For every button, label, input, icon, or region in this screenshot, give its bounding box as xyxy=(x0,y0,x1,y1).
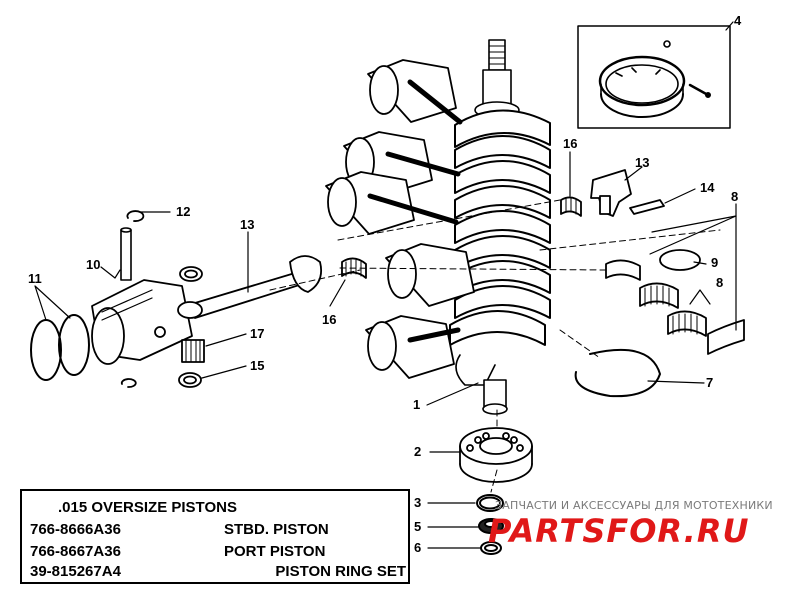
callout-11: 11 xyxy=(28,271,42,286)
callout-12: 12 xyxy=(176,204,191,219)
seals-rings-bottom xyxy=(476,494,504,555)
part-number: 766-8667A36 xyxy=(30,543,121,560)
piston-rings xyxy=(30,314,90,381)
connecting-rod xyxy=(177,255,323,319)
callout-1: 1 xyxy=(413,397,421,412)
callout-9: 9 xyxy=(711,255,719,270)
callout-17: 17 xyxy=(250,326,265,341)
callout-15: 15 xyxy=(250,358,265,373)
watermark-brand-logo: PARTSFOR.RU xyxy=(488,512,750,550)
callout-4: 4 xyxy=(734,13,742,28)
part-description: STBD. PISTON xyxy=(224,521,329,538)
wrist-pin xyxy=(120,227,132,281)
part-description: PORT PISTON xyxy=(224,543,326,560)
leader-lines xyxy=(34,21,737,549)
callout-14: 14 xyxy=(700,180,715,195)
legend-title: .015 OVERSIZE PISTONS xyxy=(58,499,237,516)
callout-7: 7 xyxy=(706,375,714,390)
main-bearings-right xyxy=(605,249,745,355)
crankshaft-assembly xyxy=(449,39,551,415)
callout-13-left: 13 xyxy=(240,217,255,232)
rod-cap-and-screw xyxy=(590,169,665,217)
callout-8-top: 8 xyxy=(731,189,739,204)
callout-2: 2 xyxy=(414,444,422,459)
callout-16-left: 16 xyxy=(322,312,337,327)
callout-16-right: 16 xyxy=(563,136,578,151)
callout-13-right: 13 xyxy=(635,155,650,170)
part-description: PISTON RING SET xyxy=(275,563,406,580)
callout-3: 3 xyxy=(414,495,422,510)
part-number: 766-8666A36 xyxy=(30,521,121,538)
snap-ring xyxy=(574,348,661,398)
watermark-tagline: ЗАПЧАСТИ И АКСЕССУАРЫ ДЛЯ МОТОТЕХНИКИ xyxy=(495,499,773,512)
callout-10: 10 xyxy=(86,257,101,272)
oversize-pistons-legend: .015 OVERSIZE PISTONS 766-8666A36 STBD. … xyxy=(20,489,410,584)
callout-6: 6 xyxy=(414,540,422,555)
callout-5: 5 xyxy=(414,519,422,534)
alignment-lines xyxy=(269,199,721,493)
part-number: 39-815267A4 xyxy=(30,563,121,580)
mounted-pistons xyxy=(325,59,475,379)
detail-box-seal-ring xyxy=(577,25,731,129)
ball-bearing xyxy=(459,427,533,483)
callout-8-middle: 8 xyxy=(716,275,724,290)
piston-loose xyxy=(91,279,193,365)
